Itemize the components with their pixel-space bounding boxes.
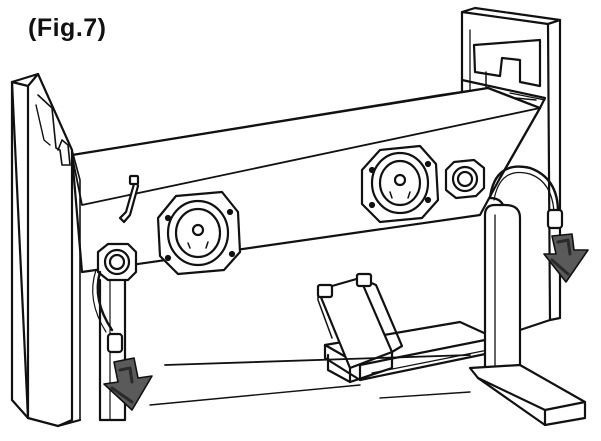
- cable-left: [92, 269, 124, 354]
- small-speaker-left: [96, 242, 138, 282]
- small-speaker-right: [444, 158, 486, 200]
- cable-hook: [118, 174, 140, 224]
- cable-right: [488, 165, 564, 230]
- pedal-box: [316, 272, 404, 384]
- arrow-down-right-icon: [543, 233, 589, 283]
- right-foot: [468, 363, 587, 427]
- large-speaker-left: [156, 190, 242, 276]
- left-side-panel: [10, 72, 82, 428]
- back-rail: [164, 354, 471, 366]
- large-speaker-right: [360, 144, 440, 224]
- figure-label: (Fig.7): [28, 14, 107, 42]
- floor-lines: [149, 384, 471, 406]
- arrow-down-left-icon: [103, 357, 153, 411]
